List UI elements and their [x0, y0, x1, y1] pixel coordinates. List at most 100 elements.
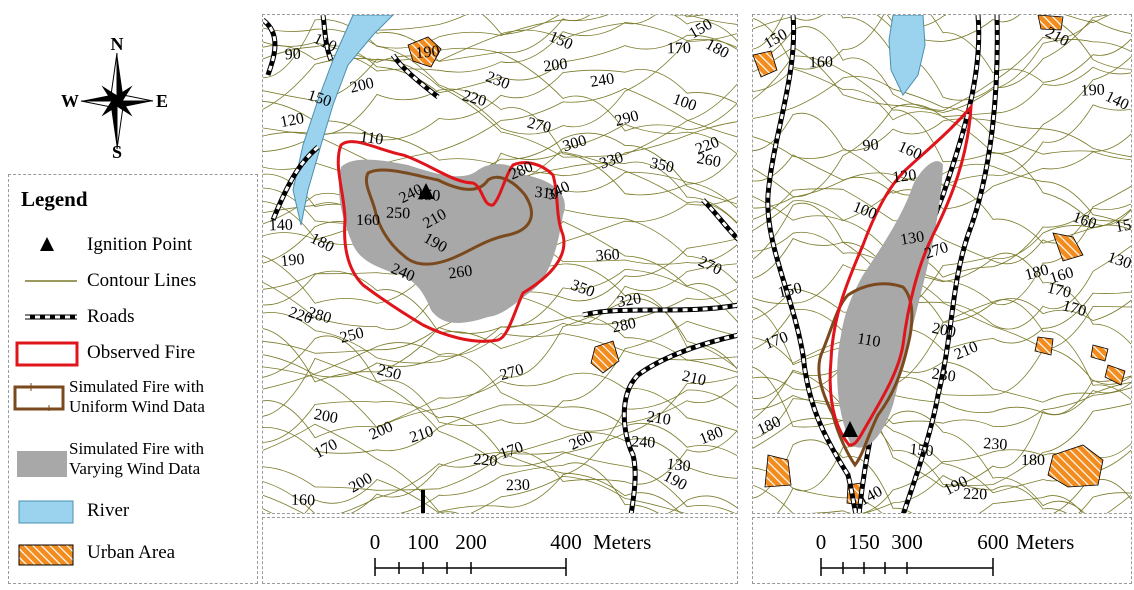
contour-label: 290	[613, 107, 641, 130]
contour-label: 130	[899, 228, 925, 249]
legend-label-urban: Urban Area	[87, 542, 176, 563]
contour-line	[753, 118, 1131, 159]
contour-label: 150	[546, 28, 575, 53]
contour-line-icon	[25, 280, 77, 282]
contour-label: 230	[506, 477, 530, 494]
uniform-wind-fire-right	[817, 282, 914, 468]
contour-label: 300	[561, 132, 589, 155]
contour-label: 240	[631, 433, 656, 451]
uniform-wind-fire-left	[364, 168, 533, 266]
contour-line	[667, 495, 737, 513]
contour-label: 210	[680, 368, 707, 390]
contour-label: 350	[568, 277, 596, 301]
contour-line	[753, 151, 1131, 210]
contour-line	[753, 15, 1109, 101]
contour-line	[753, 15, 1131, 83]
contour-line	[753, 19, 1131, 112]
contour-label: 170	[667, 40, 691, 57]
contour-line	[753, 260, 1131, 322]
contour-label: 250	[386, 205, 411, 223]
ignition-point-left-icon	[418, 183, 434, 199]
contour-line	[263, 151, 737, 227]
contour-line	[304, 479, 458, 513]
legend-item-varying: Simulated Fire with Varying Wind Data	[9, 437, 259, 481]
contour-label: 180	[755, 413, 784, 439]
contour-label: 200	[346, 470, 375, 497]
contour-line	[864, 474, 1067, 513]
contour-line	[482, 15, 656, 40]
contour-line	[263, 15, 737, 49]
contour-label: 170	[762, 329, 790, 353]
contour-label: 160	[1048, 264, 1076, 287]
contour-label: 230	[483, 68, 512, 93]
contour-label: 330	[597, 149, 625, 173]
contour-label: 190	[1080, 81, 1105, 99]
contour-label: 110	[311, 30, 339, 56]
contour-line	[263, 47, 737, 132]
contour-label: 250	[375, 361, 403, 384]
legend-item-contour: Contour Lines	[9, 267, 259, 297]
contour-label: 110	[359, 128, 385, 148]
contour-label: 200	[348, 75, 375, 97]
contour-line	[753, 172, 1131, 244]
contour-line	[753, 299, 1131, 428]
roads-left	[263, 15, 737, 513]
observed-fire-left	[336, 140, 566, 343]
legend-item-urban: Urban Area	[9, 539, 259, 569]
contour-line	[263, 389, 737, 513]
contour-label: 160	[291, 492, 315, 509]
contour-line	[263, 15, 737, 63]
compass-north: N	[111, 34, 124, 54]
contour-line	[263, 57, 737, 158]
compass-east: E	[156, 91, 168, 111]
contour-line	[263, 132, 737, 215]
contour-line	[263, 263, 737, 349]
contour-label: 360	[595, 246, 620, 265]
river-left	[292, 15, 394, 226]
scale-bar-right-graphic: 0 150 300 600 Meters	[816, 530, 1074, 576]
contour-label: 270	[498, 361, 526, 384]
contour-line	[263, 88, 737, 196]
legend-item-ignition: Ignition Point	[9, 231, 259, 261]
contour-label: 160	[1070, 209, 1098, 233]
contour-label: 220	[473, 451, 498, 470]
legend-item-observed: Observed Fire	[9, 339, 259, 369]
contour-line	[263, 315, 737, 361]
scale-right-tick-0: 0	[816, 530, 827, 554]
contour-line	[753, 163, 1131, 227]
legend-label-roads: Roads	[87, 306, 135, 327]
contour-label: 190	[415, 43, 440, 62]
contour-label: 280	[305, 304, 333, 327]
scale-left-tick-0: 0	[370, 530, 381, 554]
contour-line	[876, 15, 1020, 42]
contour-line	[753, 55, 1131, 163]
varying-wind-fire-icon	[17, 451, 67, 477]
contour-label: 260	[695, 150, 722, 171]
contour-line	[263, 19, 737, 135]
contour-line	[355, 15, 591, 62]
contour-line	[263, 320, 737, 426]
contour-line	[777, 487, 1131, 513]
contour-line	[979, 495, 1083, 513]
contour-label: 150	[1114, 215, 1132, 236]
legend-label-uniform-1: Simulated Fire with	[69, 377, 205, 396]
contour-label: 150	[761, 26, 790, 53]
contour-line	[753, 186, 1131, 265]
contour-line	[263, 69, 737, 141]
contour-label: 170	[1060, 297, 1088, 320]
contour-label: 190	[280, 251, 306, 270]
scale-left-tick-2: 200	[455, 530, 487, 554]
contour-label: 120	[279, 110, 306, 131]
contour-label: 230	[931, 365, 957, 385]
uniform-wind-fire-icon	[13, 383, 65, 411]
scale-left-unit: Meters	[593, 530, 651, 554]
ignition-point-right-icon	[842, 421, 858, 437]
legend-title: Legend	[21, 187, 88, 211]
contour-line	[263, 462, 659, 513]
compass-south: S	[112, 142, 122, 162]
legend-item-roads: Roads	[9, 303, 259, 333]
urban-areas-right	[753, 15, 1126, 506]
contour-line	[753, 398, 1131, 486]
